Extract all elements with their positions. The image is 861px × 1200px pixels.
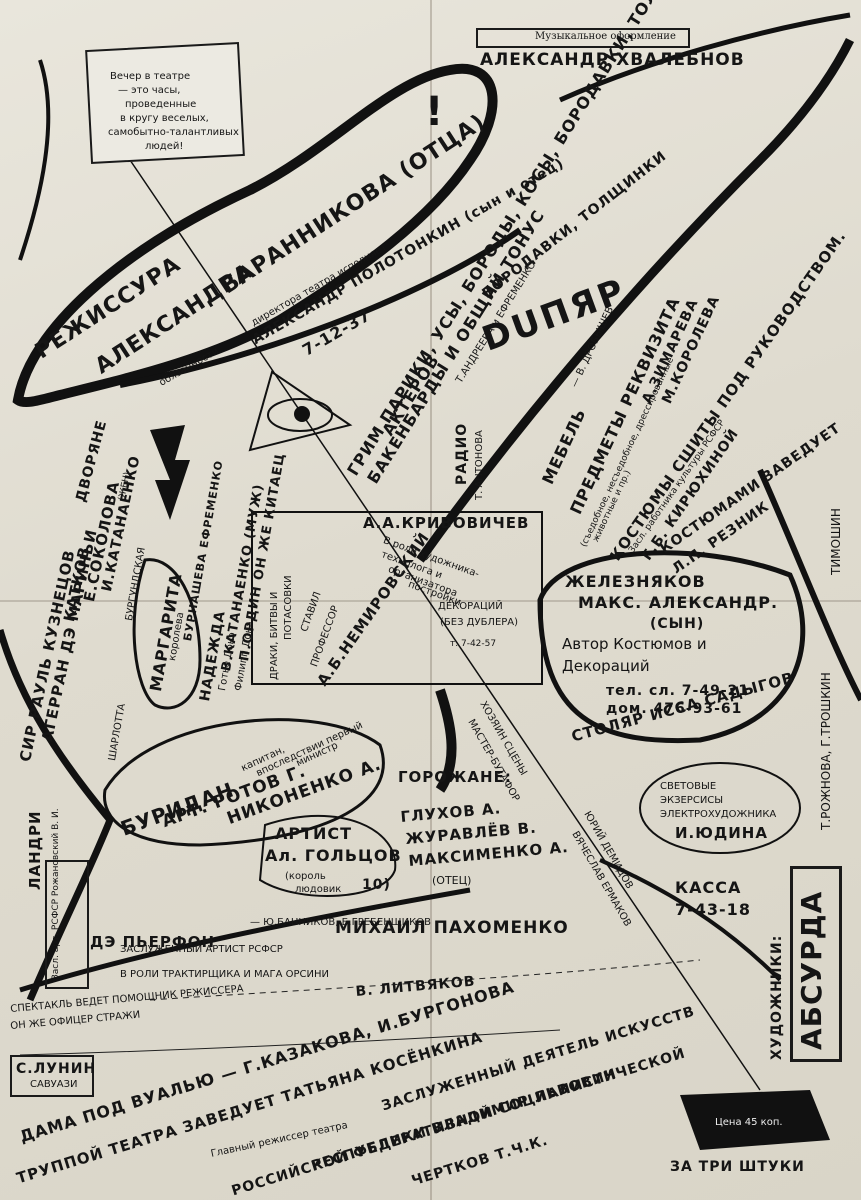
price-label: Цена 45 коп. xyxy=(715,1117,783,1128)
exclamation: ! xyxy=(425,89,445,135)
intro-line-5: самобытно-талантливых xyxy=(108,127,239,138)
absurd-painters: ХУДОЖНИКИ: xyxy=(769,934,785,1060)
brush-top-left xyxy=(18,59,51,261)
oval-buridan xyxy=(102,718,385,847)
music-box xyxy=(476,28,690,48)
dashed-line xyxy=(149,959,701,1001)
eye-outline xyxy=(267,398,333,432)
zhelezniakov-phone-2: дом. 476-93-61 xyxy=(606,701,743,717)
brush-sweep-right xyxy=(416,37,855,563)
landry: ЛАНДРИ xyxy=(26,810,44,890)
lights-3: ЭЛЕКТРОХУДОЖНИКА xyxy=(660,809,777,820)
lights-1: СВЕТОВЫЕ xyxy=(660,781,717,792)
arrow-down xyxy=(150,425,190,520)
left-honored-box xyxy=(45,860,89,989)
brush-artist-loop xyxy=(258,814,397,897)
zhelezniakov-2: МАКС. АЛЕКСАНДР. xyxy=(578,593,779,612)
lunin-box xyxy=(10,1055,94,1097)
music-name: АЛЕКСАНДР ХВАЛЕБНОВ xyxy=(480,50,745,70)
brush-mid-blob xyxy=(435,688,457,793)
intro-line-6: людей! xyxy=(145,141,184,152)
intro-line-3: проведенные xyxy=(125,99,197,110)
townsfolk-label: ГОРОЖАНЕ: xyxy=(398,768,512,786)
oval-light xyxy=(639,762,801,854)
pierrefonds-artist: МИХАИЛ ПАХОМЕНКО xyxy=(335,918,569,938)
blob-margarita xyxy=(132,558,202,710)
zhelezniakov-4: Автор Костюмов и xyxy=(562,635,707,653)
brush-sweep-top xyxy=(558,12,851,103)
fold-crease-horizontal xyxy=(0,600,861,602)
pierrefonds-honored: ЗАСЛУЖЕННЫЙ АРТИСТ РСФСР xyxy=(120,944,283,955)
zhelezniakov-phone-1: тел. сл. 7-49-21 xyxy=(606,683,750,699)
fights-line-1: ДРАКИ, БИТВЫ И xyxy=(269,591,280,680)
music-label: Музыкальное оформление xyxy=(535,31,676,42)
eye-pupil xyxy=(294,406,310,422)
line-s-lunin xyxy=(19,1029,561,1056)
right-names: Т.РОЖНОВА, Г.ТРОШКИН xyxy=(819,672,833,830)
artist-role-6: (БЕЗ ДУБЛЕРА) xyxy=(440,617,519,628)
intro-line-4: в кругу веселых, xyxy=(120,113,209,124)
brush-right-lower xyxy=(757,468,861,702)
radio-name: Т. АНТОНОВА xyxy=(474,430,485,500)
zhelezniakov-5: Декораций xyxy=(562,657,650,675)
goltsov-role: (король xyxy=(285,871,326,882)
brush-loop-director xyxy=(12,63,498,408)
pierrefonds: ДЭ ПЬЕРФОН xyxy=(90,933,215,951)
price-three: ЗА ТРИ ШТУКИ xyxy=(670,1159,805,1175)
cashier-label: КАССА xyxy=(675,878,742,897)
pierrefonds-actors: — Ю.БАННИКОВ, Б.ГРЕБЕНЩИКОВ xyxy=(250,917,431,928)
goltsov-number: 10) xyxy=(362,877,391,893)
artist-name: А.А.КРИВОВИЧЕВ xyxy=(363,514,530,532)
absurd-word: АБСУРДА xyxy=(795,890,828,1050)
diagonal-line xyxy=(129,159,761,1091)
artist-phone: т. 7-42-57 xyxy=(450,639,497,649)
lights-2: ЭКЗЕРСИСЫ xyxy=(660,795,724,806)
artist-role-5: ДЕКОРАЦИЙ xyxy=(438,601,503,612)
radio-label: РАДИО xyxy=(454,422,470,485)
goltsov-role-2: людовик xyxy=(295,884,342,895)
goltsov-name: Ал. ГОЛЬЦОВ xyxy=(265,846,402,865)
lights-name: И.ЮДИНА xyxy=(675,824,768,842)
absurd-box xyxy=(790,866,842,1062)
fights-line-2: ПОТАСОВКИ xyxy=(283,575,294,640)
left-honored-text: Засл. арт. РСФСР Рожановский В. И. xyxy=(51,808,61,980)
pierrefonds-role: В РОЛИ ТРАКТИРЩИКА И МАГА ОРСИНИ xyxy=(120,969,329,980)
intro-line-2: — это часы, xyxy=(118,85,181,96)
brush-left-curve xyxy=(0,629,115,1002)
oval-zhelezniakov xyxy=(537,550,806,744)
goltsov-label: АРТИСТ xyxy=(275,824,353,843)
fold-crease-vertical xyxy=(430,0,432,1200)
zhelezniakov-1: ЖЕЛЕЗНЯКОВ xyxy=(565,572,706,591)
brush-stroke-upper xyxy=(119,227,522,388)
triangle xyxy=(248,370,353,452)
lunin-name: С.ЛУНИН xyxy=(16,1061,97,1077)
cashier-phone: 7-43-18 xyxy=(675,900,751,919)
right-names-2: ТИМОШИН xyxy=(829,508,843,575)
lunin-role: САВУАЗИ xyxy=(30,1079,78,1090)
townsfolk-4: (ОТЕЦ) xyxy=(432,874,472,887)
intro-line-1: Вечер в театре xyxy=(110,71,191,82)
central-box xyxy=(251,511,543,685)
brush-right-bottom xyxy=(599,858,782,982)
zhelezniakov-3: (СЫН) xyxy=(650,616,705,632)
price-blob xyxy=(680,1090,830,1150)
brush-left-bottom xyxy=(19,887,471,993)
